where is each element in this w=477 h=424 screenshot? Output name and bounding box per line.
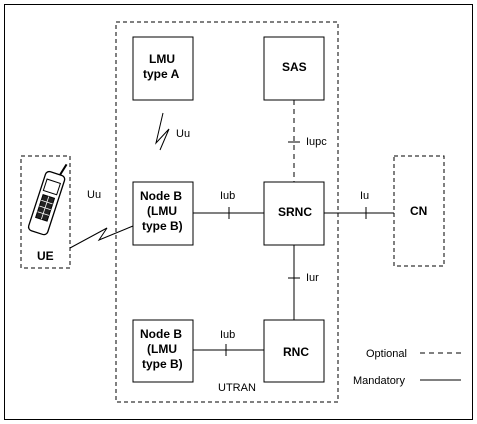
legend-mandatory-label: Mandatory (353, 375, 405, 387)
cn-label: CN (410, 204, 427, 218)
lmu-type-a-label-line1: LMU (149, 52, 175, 66)
node-b-top-line3: type B) (142, 219, 183, 233)
utran-label: UTRAN (218, 382, 256, 394)
node-b-bottom-line1: Node B (140, 327, 182, 341)
node-b-top-line1: Node B (140, 189, 182, 203)
node-b-top-box (132, 181, 194, 246)
legend-optional-label: Optional (366, 348, 407, 360)
uu-radio-link-icon (155, 112, 170, 151)
iur-label: Iur (306, 272, 319, 284)
lmu-type-a-box (132, 36, 194, 101)
ue-label: UE (37, 249, 54, 263)
iub-top-label: Iub (220, 190, 235, 202)
iupc-label: Iupc (306, 136, 327, 148)
ue-region (20, 155, 71, 269)
srnc-label: SRNC (278, 205, 312, 219)
uu-radio-label: Uu (176, 128, 190, 140)
cn-region (393, 155, 445, 267)
node-b-top-line2: (LMU (147, 204, 177, 218)
iu-label: Iu (360, 190, 369, 202)
mobile-phone-icon (27, 163, 68, 236)
iub-bottom-label: Iub (220, 329, 235, 341)
node-b-bottom-box (132, 319, 194, 383)
rnc-label: RNC (283, 345, 309, 359)
sas-box (263, 36, 325, 101)
node-b-bottom-line3: type B) (142, 357, 183, 371)
lmu-type-a-label-line2: type A (143, 67, 180, 81)
uu-ue-radio-link-icon (69, 225, 134, 249)
node-b-bottom-line2: (LMU (147, 342, 177, 356)
sas-label: SAS (282, 60, 307, 74)
uu-ue-label: Uu (87, 189, 101, 201)
